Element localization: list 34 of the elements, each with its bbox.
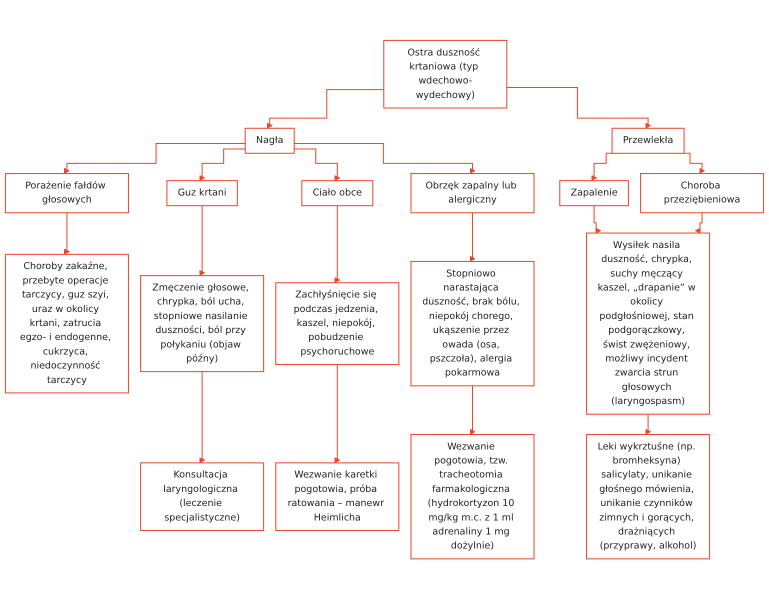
node-box: Zmęczenie głosowe, chrypka, ból ucha, stopniowe nasilanie duszności, ból przy połykaniu (objaw późny) — [140, 275, 264, 372]
node-box: Leki wykrztuśne (np. bromheksyna) salicylaty, unikanie głośnego mówienia, unikanie czynników zimnych i gorących, drażniących (przyprawy, alkohol) — [586, 434, 710, 560]
node-box: Guz krtani — [166, 180, 238, 207]
node-box: Nagła — [244, 128, 295, 154]
node-box: Wezwanie karetki pogotowia, próba ratowania – manewr Heimlicha — [275, 462, 400, 532]
node-box: Ciało obce — [301, 180, 374, 207]
node-box: Choroba przeziębieniowa — [640, 173, 764, 214]
arrow — [334, 364, 340, 464]
arrow — [694, 212, 703, 234]
node-box: Stopniowo narastająca duszność, brak bólu, niepokój chorego, ukąszenie przez owada (osa, pszczoła), alergia pokarmowa — [410, 261, 535, 387]
arrow — [266, 89, 384, 129]
node-box: Przewlekła — [612, 128, 685, 154]
node-box: Obrzęk zapalny lub alergiczny — [410, 173, 535, 214]
arrow — [294, 143, 476, 174]
node-box: Wezwanie pogotowia, tzw. tracheotomia farmakologiczna (hydrokortyzon 10 mg/kg m.c. z 1 ml adrenaliny 1 mg dożylnie) — [410, 434, 535, 560]
arrow — [506, 87, 652, 129]
arrow — [199, 371, 206, 464]
arrow — [645, 414, 652, 436]
node-box: Konsultacja laryngologiczna (leczenie specjalistyczne) — [140, 462, 264, 532]
node-box: Zapalenie — [559, 180, 629, 207]
arrow — [594, 206, 602, 234]
arrow — [470, 212, 476, 262]
arrow — [64, 212, 70, 255]
arrow — [294, 148, 340, 182]
arrow — [64, 143, 246, 174]
node-box: Choroby zakaźne, przebyte operacje tarczycy, guz szyi, uraz w okolicy krtani, zatrucia egzo- i endogenne, cukrzyca, niedoczynność tarczycy — [4, 254, 129, 394]
arrow — [470, 386, 476, 436]
arrow — [199, 148, 246, 182]
node-box: Ostra duszność krtaniowa (typ wdechowo-wydechowy) — [383, 40, 508, 109]
node-box: Zachłyśnięcie się podczas jedzenia, kaszel, niepokój, pobudzenie psychoruchowe — [275, 282, 400, 366]
arrow — [199, 206, 206, 276]
arrow — [334, 206, 340, 284]
node-box: Wysiłek nasila duszność, chrypka, suchy męczący kaszel, „drapanie” w okolicy podgłośniowej, stan podgorączkowy, świst zwężeniowy, możliwy incydent zwarcia strun głosowych (laryngospasm) — [586, 232, 710, 416]
node-box: Porażenie fałdów głosowych — [4, 173, 129, 214]
